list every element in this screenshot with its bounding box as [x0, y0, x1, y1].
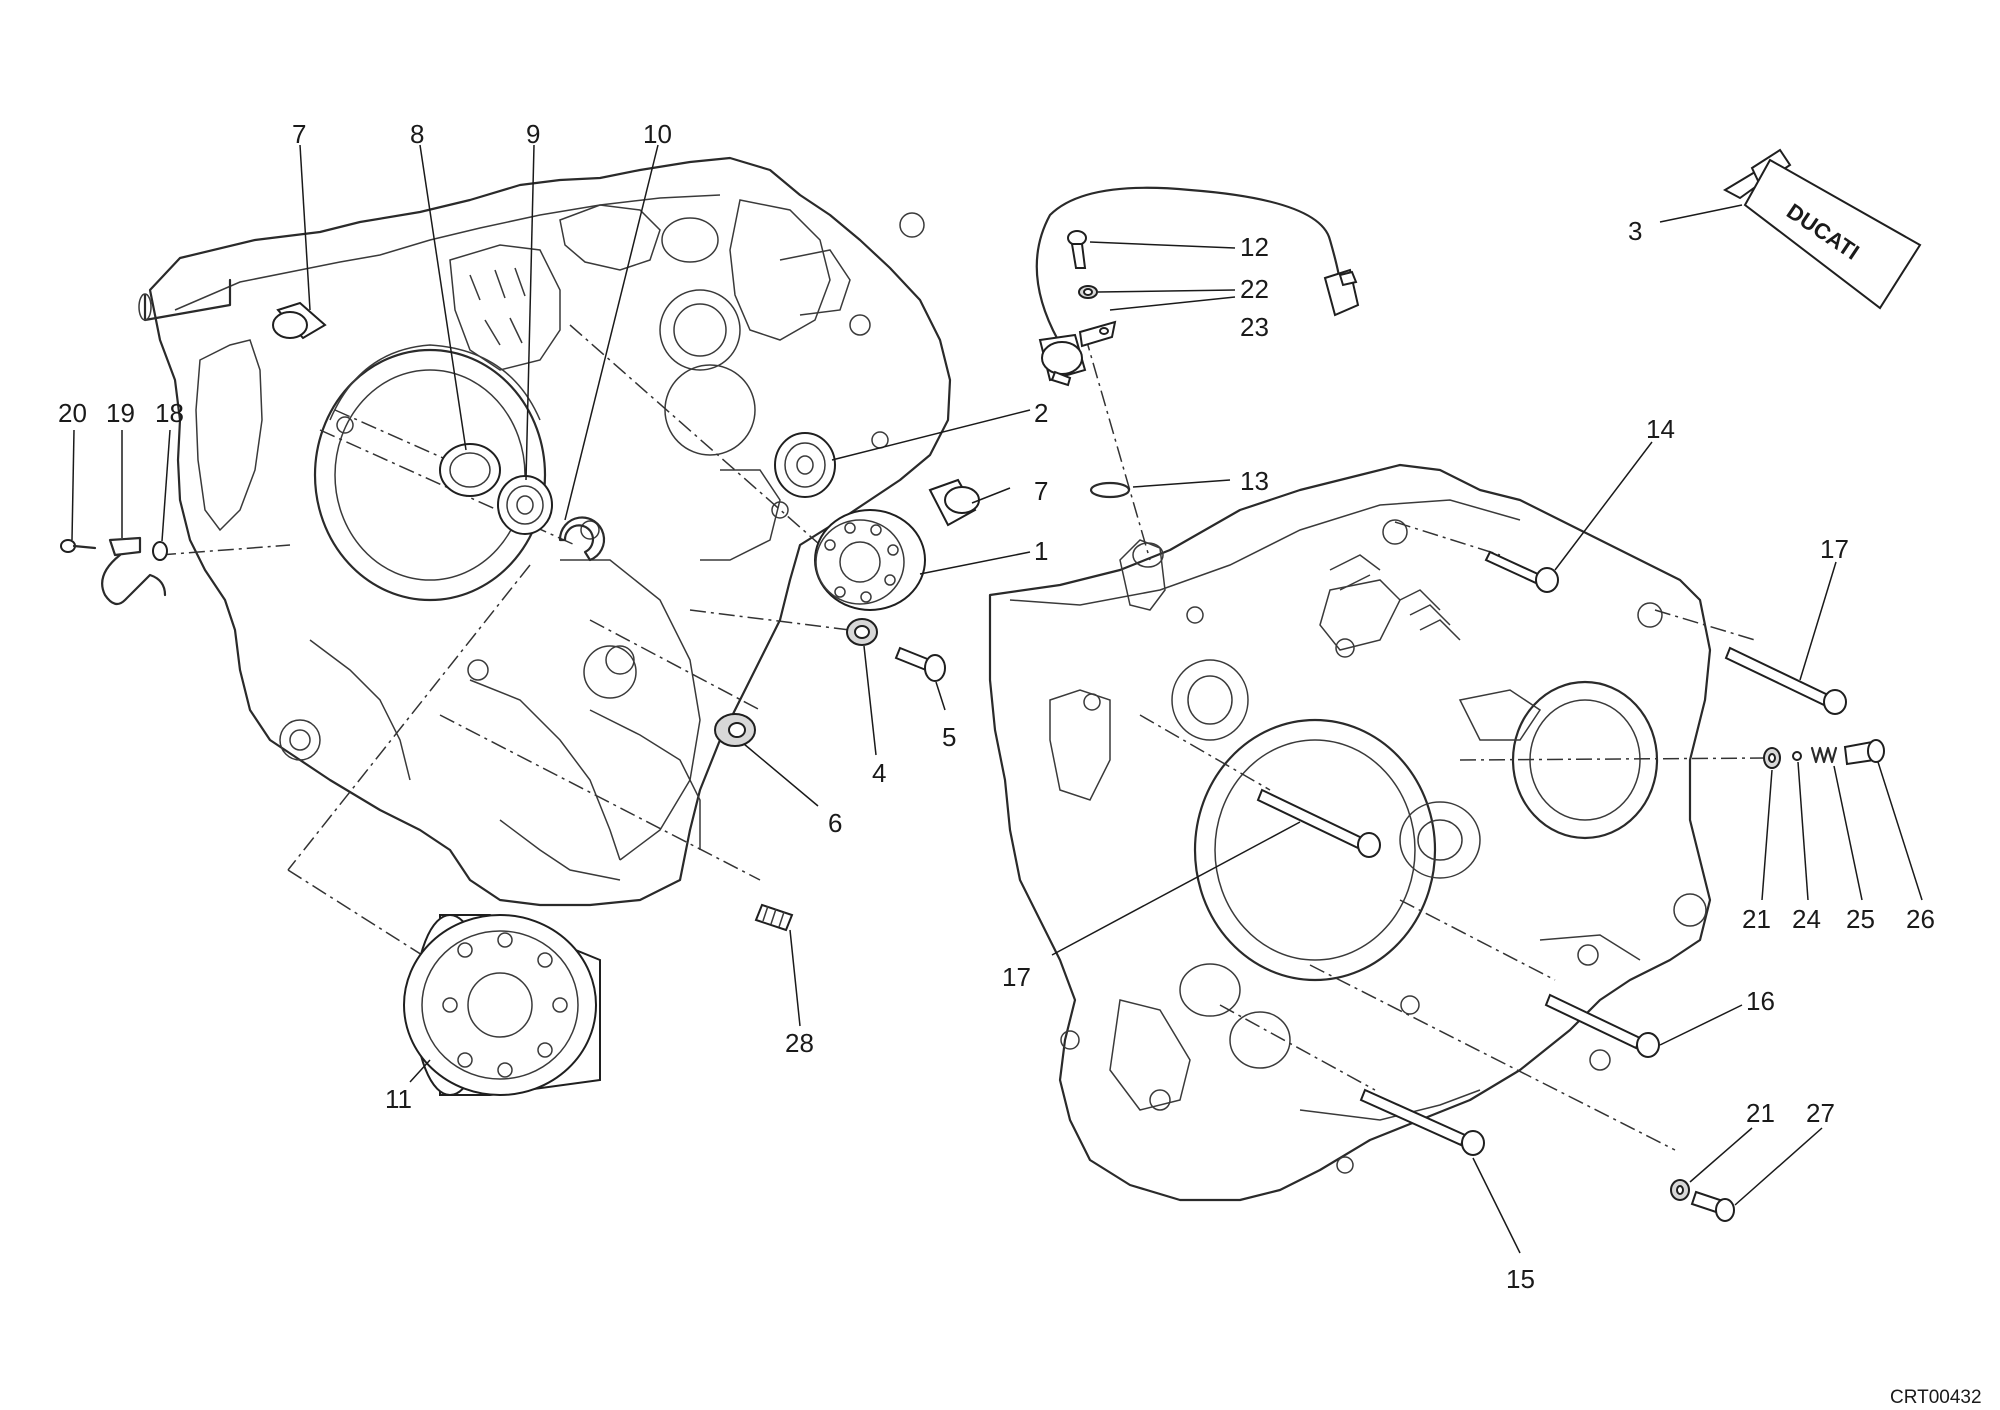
- dowel-pin-part-7-left: [272, 301, 327, 340]
- callout-4: 4: [872, 758, 886, 788]
- callout-22: 22: [1240, 274, 1269, 304]
- screw-part-27: [1690, 1190, 1735, 1222]
- callout-23: 23: [1240, 312, 1269, 342]
- assembly-lines-left: [159, 324, 861, 961]
- callout-17-upper: 17: [1820, 534, 1849, 564]
- washer-part-21-lower: [1670, 1179, 1690, 1201]
- dowel-pin-part-7-center: [928, 478, 980, 527]
- bolt-part-14: [1484, 550, 1559, 593]
- leader-lines: [71, 144, 1923, 1254]
- callout-7-left: 7: [292, 119, 306, 149]
- washer-part-21-upper: [1763, 747, 1781, 769]
- bearing-part-2: [774, 432, 836, 498]
- ball-part-24: [1792, 751, 1802, 761]
- washer-part-4: [846, 618, 878, 646]
- stud-part-28: [754, 903, 794, 932]
- callout-21-upper: 21: [1742, 904, 1771, 934]
- callout-12: 12: [1240, 232, 1269, 262]
- screw-part-20: [60, 539, 97, 553]
- oring-part-13: [1089, 481, 1131, 499]
- grease-tube-part-3: DUCATI: [1722, 148, 1922, 310]
- right-crankcase-half: [988, 463, 1712, 1202]
- callout-24: 24: [1792, 904, 1821, 934]
- callout-3: 3: [1628, 216, 1642, 246]
- callout-6: 6: [828, 808, 842, 838]
- speed-sensor-part-23: [1035, 186, 1360, 387]
- screw-part-12: [1067, 230, 1087, 269]
- callout-26: 26: [1906, 904, 1935, 934]
- spring-part-25: [1810, 746, 1838, 764]
- bolt-part-15: [1359, 1088, 1485, 1156]
- callout-5: 5: [942, 722, 956, 752]
- callout-15: 15: [1506, 1264, 1535, 1294]
- callout-2: 2: [1034, 398, 1048, 428]
- callout-10: 10: [643, 119, 672, 149]
- screw-part-5: [894, 646, 946, 682]
- left-crankcase-half: [138, 156, 952, 907]
- callout-11: 11: [385, 1084, 412, 1114]
- bearing-part-11: [403, 914, 601, 1096]
- callout-13: 13: [1240, 466, 1269, 496]
- bearing-part-1: [814, 509, 926, 611]
- drawing-code: CRT00432: [1890, 1387, 1982, 1408]
- callout-8: 8: [410, 119, 424, 149]
- callout-labels: 7 8 9 10 20 19 18 2 7 1 4 5 6 11 28 12 2…: [58, 119, 1935, 1294]
- bracket-part-19: [101, 536, 167, 606]
- bolt-part-17-upper: [1724, 646, 1847, 715]
- oring-part-18: [152, 541, 168, 561]
- callout-25: 25: [1846, 904, 1875, 934]
- callout-16: 16: [1746, 986, 1775, 1016]
- callout-27: 27: [1806, 1098, 1835, 1128]
- callout-7-center: 7: [1034, 476, 1048, 506]
- callout-14: 14: [1646, 414, 1675, 444]
- bolt-part-17-lower: [1256, 788, 1381, 858]
- callout-21-lower: 21: [1746, 1098, 1775, 1128]
- seal-part-8: [439, 443, 501, 497]
- callout-19: 19: [106, 398, 135, 428]
- callout-20: 20: [58, 398, 87, 428]
- bearing-part-9: [497, 475, 553, 535]
- plug-screw-part-26: [1843, 739, 1885, 766]
- washer-part-22: [1078, 285, 1098, 299]
- callout-18: 18: [155, 398, 184, 428]
- callout-9: 9: [526, 119, 540, 149]
- callout-28: 28: [785, 1028, 814, 1058]
- bolt-part-16: [1544, 993, 1660, 1058]
- assembly-lines-right: [1084, 334, 1771, 1151]
- callout-1: 1: [1034, 536, 1048, 566]
- circlip-part-10: [558, 516, 606, 562]
- plug-part-6: [714, 713, 756, 747]
- callout-17-lower: 17: [1002, 962, 1031, 992]
